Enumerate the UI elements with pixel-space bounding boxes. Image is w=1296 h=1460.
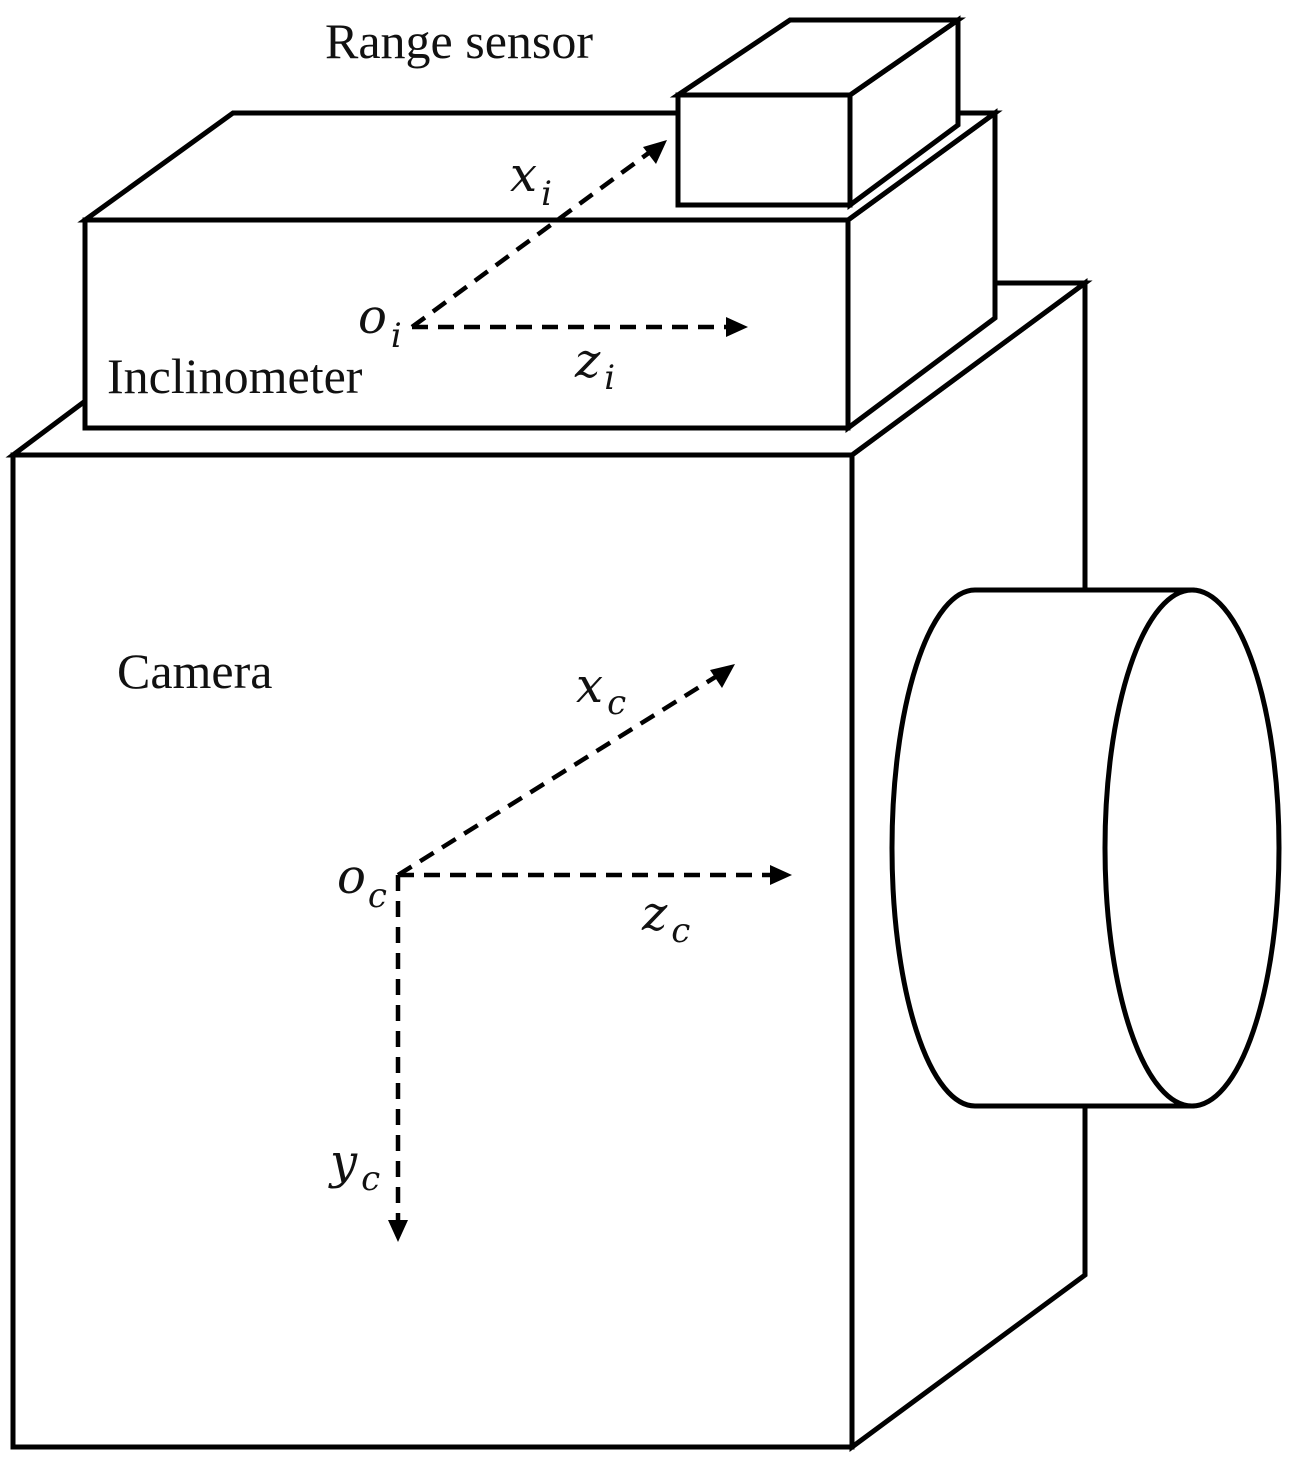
camera-x-main: x xyxy=(576,658,603,714)
inclinometer-z-arrowhead xyxy=(726,317,748,337)
camera-y-main: y xyxy=(328,1134,358,1190)
camera-axes xyxy=(388,664,792,1242)
range-sensor-box xyxy=(669,15,966,210)
range-sensor-front-face xyxy=(675,92,853,208)
camera-z-arrowhead xyxy=(770,865,792,885)
camera-origin-sub: c xyxy=(368,876,387,916)
inclinometer-x-main: x xyxy=(510,147,537,203)
inclinometer-z-sub: i xyxy=(604,358,615,398)
lens-front-face xyxy=(1102,587,1282,1109)
camera-x-arrowhead xyxy=(710,664,735,688)
inclinometer-origin-sub: i xyxy=(391,316,402,356)
inclinometer-front-face xyxy=(82,217,851,431)
camera-front-face xyxy=(10,452,855,1450)
inclinometer-axes xyxy=(410,140,748,337)
inclinometer-origin-main: o xyxy=(358,289,387,345)
camera-label: Camera xyxy=(117,643,272,699)
camera-origin-main: o xyxy=(337,849,366,905)
camera-x-axis xyxy=(396,674,719,877)
camera-z-sub: c xyxy=(671,911,690,951)
camera-y-sub: c xyxy=(361,1159,380,1199)
camera-y-arrowhead xyxy=(388,1220,408,1242)
inclinometer-x-sub: i xyxy=(541,174,552,214)
camera-lens xyxy=(889,587,1282,1109)
camera-origin-label: oc xyxy=(337,849,387,916)
inclinometer-z-main: z xyxy=(574,333,601,389)
camera-z-main: z xyxy=(641,886,668,942)
inclinometer-x-axis xyxy=(410,150,652,329)
range-sensor-label: Range sensor xyxy=(325,13,593,69)
inclinometer-x-arrowhead xyxy=(643,140,667,164)
camera-x-sub: c xyxy=(607,683,626,723)
inclinometer-label: Inclinometer xyxy=(107,348,363,404)
